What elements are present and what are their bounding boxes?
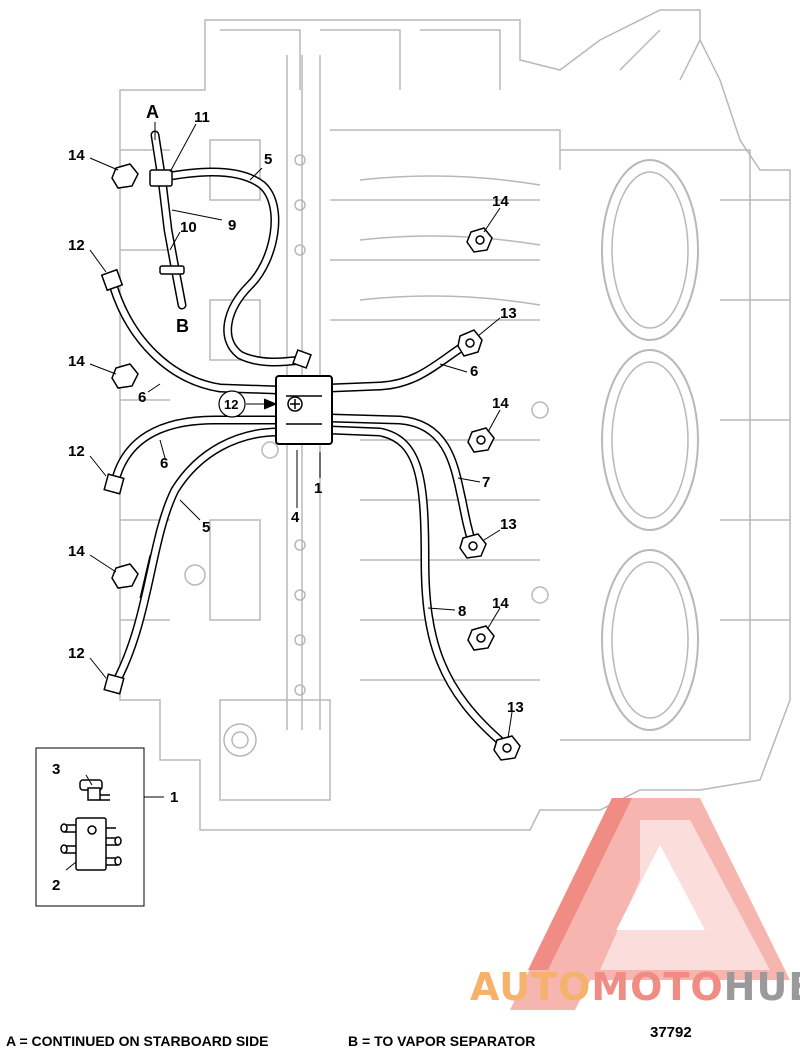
callout-labels: A B 11 5 9 10 14 12 14 6 12 6 5 14 12 12… xyxy=(52,102,524,894)
label-1-main: 1 xyxy=(314,480,322,497)
leader-lines xyxy=(65,122,513,871)
label-12-d: 12 xyxy=(224,397,238,412)
watermark-logo xyxy=(510,798,790,1010)
label-9: 9 xyxy=(228,217,236,234)
label-4: 4 xyxy=(291,509,300,526)
label-14-a: 14 xyxy=(68,147,85,164)
label-14-e: 14 xyxy=(492,395,509,412)
figure-number: 37792 xyxy=(650,1024,692,1041)
fittings xyxy=(35,163,521,907)
label-13-c: 13 xyxy=(507,699,524,716)
inset-box xyxy=(35,747,145,907)
label-7: 7 xyxy=(482,474,490,491)
label-14-c: 14 xyxy=(68,543,85,560)
label-8: 8 xyxy=(458,603,466,620)
label-12-a: 12 xyxy=(68,237,85,254)
label-A: A xyxy=(146,102,159,122)
label-12-b: 12 xyxy=(68,443,85,460)
label-12-c: 12 xyxy=(68,645,85,662)
label-6-b: 6 xyxy=(160,455,168,472)
legend-b-note: B = TO VAPOR SEPARATOR xyxy=(348,1033,536,1049)
label-14-b: 14 xyxy=(68,353,85,370)
engine-block xyxy=(119,9,791,831)
svg-text:AUTOMOTOHUB: AUTOMOTOHUB xyxy=(470,965,800,1009)
label-14-d: 14 xyxy=(492,193,509,210)
watermark-moto: MOTO xyxy=(591,965,723,1009)
label-5-bottom: 5 xyxy=(202,519,210,536)
label-1-inset: 1 xyxy=(170,789,178,806)
hose-5-lower xyxy=(110,427,283,689)
distribution-block xyxy=(275,375,333,445)
label-13-b: 13 xyxy=(500,516,517,533)
fitting-12-top xyxy=(100,268,124,292)
nut-14-a xyxy=(111,163,139,189)
hose-6-left-lower xyxy=(110,415,283,487)
label-3: 3 xyxy=(52,761,60,778)
label-14-f: 14 xyxy=(492,595,509,612)
fitting-12-bot xyxy=(103,673,125,695)
label-13-a: 13 xyxy=(500,305,517,322)
callout-12-circle xyxy=(218,390,246,418)
nut-14-b xyxy=(111,363,139,389)
hoses xyxy=(108,130,510,750)
label-2: 2 xyxy=(52,877,60,894)
watermark-hub: HUB xyxy=(724,965,800,1009)
inset-parts xyxy=(60,779,122,871)
label-6-c: 6 xyxy=(470,363,478,380)
legend-a-note: A = CONTINUED ON STARBOARD SIDE xyxy=(6,1033,269,1049)
watermark-auto: AUTO xyxy=(470,965,591,1009)
label-5-top: 5 xyxy=(264,151,272,168)
label-B: B xyxy=(176,316,189,336)
fitting-12-mid xyxy=(103,473,125,495)
label-6-a: 6 xyxy=(138,389,146,406)
label-11: 11 xyxy=(194,109,210,126)
nut-14-c xyxy=(111,563,139,589)
label-10: 10 xyxy=(180,219,197,236)
